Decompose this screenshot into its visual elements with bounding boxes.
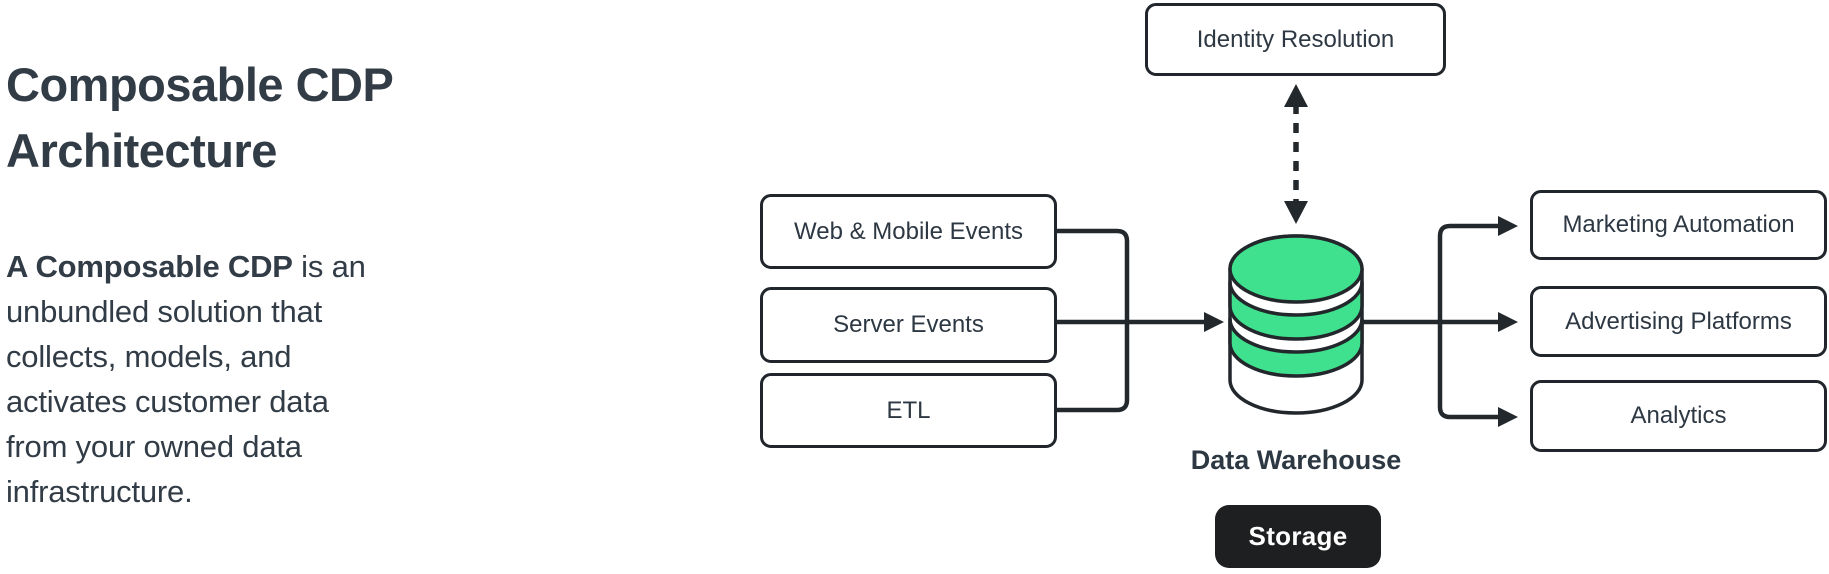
node-advertising-platforms: Advertising Platforms [1530,286,1827,357]
data-warehouse-label: Data Warehouse [1190,445,1402,475]
arrowhead-to-advertising [1498,312,1518,332]
node-label: Analytics [1630,402,1727,429]
storage-badge-label: Storage [1248,521,1348,551]
database-top [1228,234,1364,304]
node-server-events: Server Events [760,287,1057,363]
paragraph-line: infrastructure. [6,474,193,509]
node-label: Server Events [833,311,984,338]
node-etl: ETL [760,373,1057,448]
title-line-1: Composable CDP [6,58,394,111]
intro-paragraph: A Composable CDP is an unbundled solutio… [6,244,366,514]
paragraph-line: from your owned data [6,429,302,464]
node-analytics: Analytics [1530,380,1827,452]
storage-badge: Storage [1215,505,1381,568]
paragraph-line-rest: is an [292,249,366,284]
paragraph-lead-bold: A Composable CDP [6,249,293,284]
arrowhead-into-warehouse [1204,312,1224,332]
paragraph-line: activates customer data [6,384,329,419]
node-marketing-automation: Marketing Automation [1530,190,1827,260]
database-icon [1228,234,1364,415]
arrowhead-to-marketing [1498,216,1518,236]
node-label: Marketing Automation [1562,211,1795,238]
title-line-2: Architecture [6,124,277,177]
paragraph-line: collects, models, and [6,339,292,374]
connector-destinations-split [1437,223,1500,420]
paragraph-line: A Composable CDP is an [6,244,366,289]
database-band-upper [1228,280,1364,341]
node-identity-resolution: Identity Resolution [1145,3,1446,76]
node-label: ETL [886,396,931,424]
node-label: Advertising Platforms [1565,307,1792,335]
arrowhead-to-analytics [1498,407,1518,427]
paragraph-line: unbundled solution that [6,294,322,329]
node-web-mobile-events: Web & Mobile Events [760,194,1057,269]
page-title: Composable CDP Architecture [6,52,394,184]
arrowhead-identity-up [1284,84,1308,107]
node-label: Identity Resolution [1196,25,1395,53]
arrowhead-identity-down [1284,201,1308,224]
node-label: Web & Mobile Events [794,217,1023,245]
database-band-lower [1228,317,1364,378]
